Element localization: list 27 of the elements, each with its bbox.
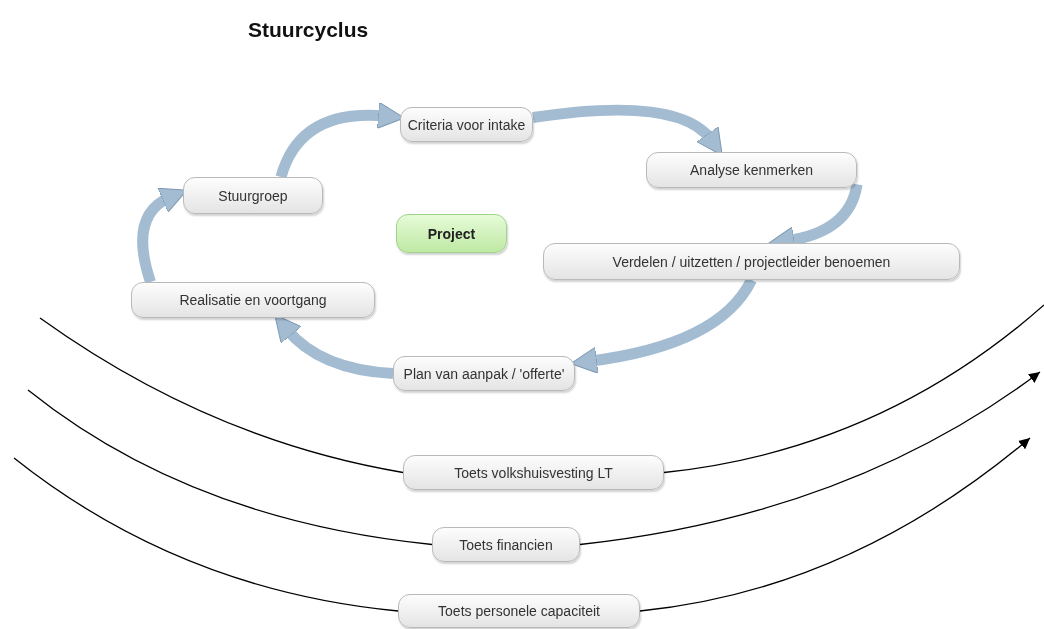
- process-box: [398, 594, 640, 628]
- curved-line: [663, 304, 1044, 474]
- project-box: [396, 214, 507, 253]
- arrow: [639, 437, 1031, 612]
- node-text: Toets financien: [459, 536, 553, 553]
- node-text: Stuurgroep: [218, 187, 288, 204]
- process-box: [131, 282, 375, 318]
- node-text: Toets personele capaciteit: [438, 603, 600, 619]
- process-box: [400, 107, 533, 142]
- process-box: [646, 152, 857, 188]
- process-box: [403, 455, 664, 490]
- node-text: Project: [427, 225, 476, 242]
- curved-line: [13, 457, 399, 612]
- process-box: [432, 527, 580, 562]
- diagram-title: Stuurcyclus: [248, 18, 369, 42]
- node-text: Realisatie en voortgang: [179, 292, 327, 308]
- arrow: [579, 371, 1041, 546]
- curved-line: [39, 317, 404, 474]
- node-text: Plan van aanpak / 'offerte': [403, 365, 565, 382]
- curved-line: [27, 389, 433, 546]
- process-box: [183, 177, 323, 214]
- node-text: Criteria voor intake: [407, 116, 526, 133]
- process-box: [393, 356, 575, 391]
- node-text: Toets volkshuisvesting LT: [454, 464, 613, 481]
- node-text: Analyse kenmerken: [690, 162, 813, 178]
- process-box: [543, 243, 960, 280]
- node-text: Verdelen / uitzetten / projectleider benoemen: [612, 253, 891, 270]
